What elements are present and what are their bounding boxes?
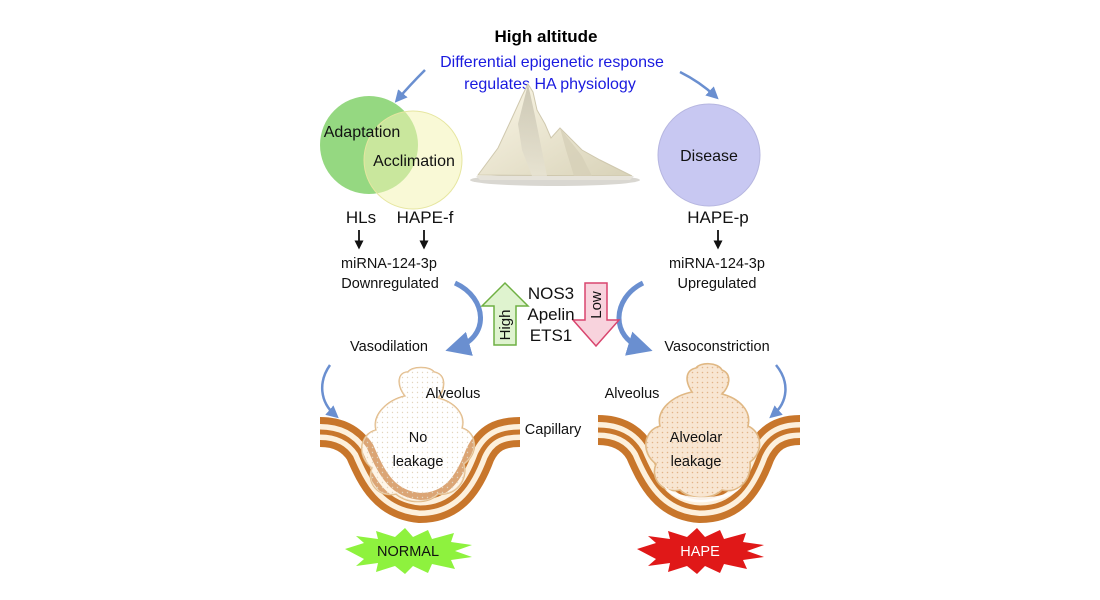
right-leak-pool — [664, 486, 742, 503]
diagram-title: High altitude — [495, 27, 598, 46]
capillary-label: Capillary — [525, 422, 582, 438]
right-side-arrow — [769, 364, 787, 419]
left-alveolus — [361, 366, 476, 503]
mountain-illustration — [470, 82, 640, 186]
right-alveolus — [645, 362, 761, 499]
left-capillary — [319, 417, 521, 524]
vasoconstriction-label: Vasoconstriction — [664, 339, 769, 355]
acclimation-circle-outline — [363, 110, 463, 210]
high-up-arrow — [480, 281, 530, 346]
hls-label: HLs — [346, 208, 376, 227]
high-label: High — [497, 310, 514, 341]
right-leakage-line-2: leakage — [671, 454, 722, 470]
mirna-left-status: Downregulated — [341, 276, 439, 292]
vasodilation-label: Vasodilation — [350, 339, 428, 355]
low-label: Low — [588, 291, 605, 319]
right-leakage-line-1: Alveolar — [670, 430, 723, 446]
subtitle-line-1: Differential epigenetic response — [440, 54, 664, 71]
to-vasoconstriction-arrow — [616, 280, 653, 356]
right-alveolus-label: Alveolus — [605, 386, 660, 402]
left-leakage-line-1: No — [409, 430, 428, 446]
to-vasodilation-arrow — [445, 280, 483, 356]
hape-badge — [637, 528, 764, 574]
adaptation-label: Adaptation — [324, 124, 401, 141]
disease-label: Disease — [680, 148, 738, 165]
gene-apelin: Apelin — [527, 305, 574, 324]
hape-f-label: HAPE-f — [397, 208, 454, 227]
left-alveolus-fill — [361, 367, 475, 502]
right-capillary — [597, 415, 801, 524]
gene-nos3: NOS3 — [528, 284, 574, 303]
left-leakage-line-2: leakage — [393, 454, 444, 470]
title-to-venn-arrow — [394, 69, 426, 103]
mirna-right-name: miRNA-124-3p — [669, 256, 765, 272]
mirna-right-status: Upregulated — [678, 276, 757, 292]
gene-ets1: ETS1 — [530, 326, 573, 345]
acclimation-circle — [364, 111, 462, 209]
subtitle-line-2: regulates HA physiology — [464, 76, 636, 93]
low-down-arrow — [571, 282, 621, 348]
acclimation-label: Acclimation — [373, 153, 455, 170]
left-alveolus-label: Alveolus — [426, 386, 481, 402]
mirna-left-name: miRNA-124-3p — [341, 256, 437, 272]
hape-p-label: HAPE-p — [687, 208, 748, 227]
left-side-arrow — [321, 364, 339, 419]
disease-circle — [657, 103, 761, 207]
normal-badge — [345, 528, 472, 574]
hape-badge-label: HAPE — [680, 544, 720, 560]
normal-badge-label: NORMAL — [377, 544, 439, 560]
title-to-disease-arrow — [679, 70, 719, 100]
